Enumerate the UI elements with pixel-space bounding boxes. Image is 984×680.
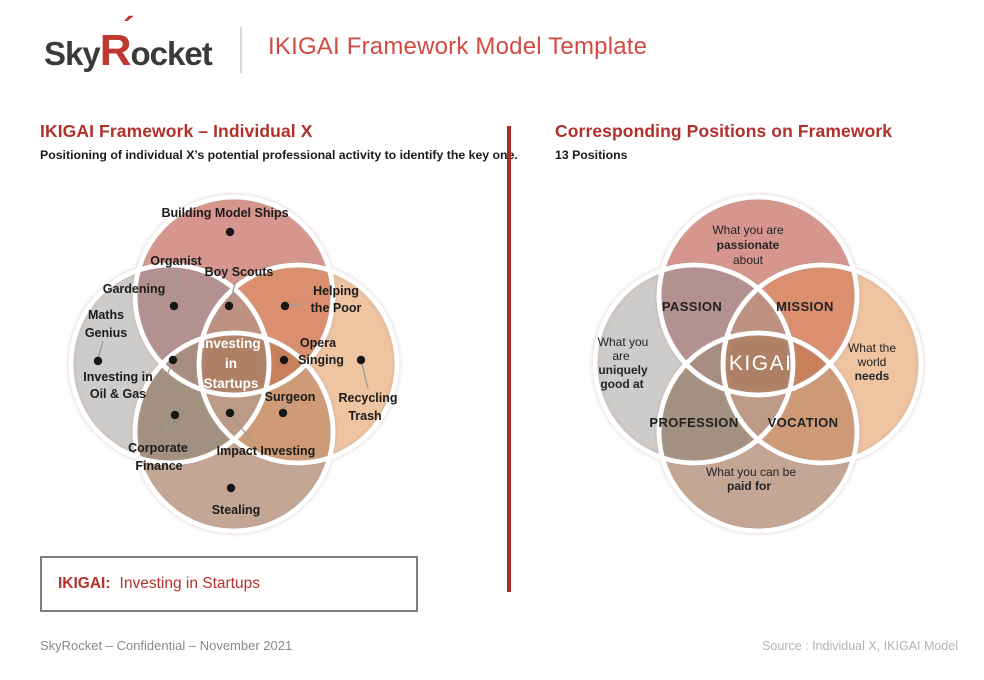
- right-section-heading: Corresponding Positions on Framework: [555, 121, 893, 141]
- venn-right-top-outline: [656, 194, 860, 398]
- label-uniquely-good-at: are: [612, 349, 630, 363]
- label-uniquely-good-at: uniquely: [598, 363, 648, 377]
- venn-left-center-text: in: [225, 356, 237, 371]
- page-title: IKIGAI Framework Model Template: [268, 33, 648, 60]
- center-divider-line: [507, 126, 511, 592]
- label-passionate-about: passionate: [717, 238, 780, 252]
- label-maths-genius: Maths: [88, 308, 124, 322]
- label-profession: PROFESSION: [649, 415, 738, 430]
- logo-letter-r: R´: [99, 11, 135, 75]
- label-passionate-about: about: [733, 253, 764, 267]
- position-dot: [93, 356, 103, 366]
- position-dot: [168, 355, 178, 365]
- venn-left-labels: Building Model Ships Organist Boy Scouts…: [83, 206, 397, 517]
- venn-right-bottom-outline: [656, 330, 860, 534]
- label-recycling-trash: Trash: [348, 409, 381, 423]
- position-dot: [225, 408, 235, 418]
- label-paid-for: What you can be: [706, 465, 796, 479]
- venn-left-left-outline: [68, 262, 272, 466]
- label-opera-singing: Opera: [300, 336, 337, 350]
- venn-left-center-text: Startups: [204, 376, 259, 391]
- label-opera-singing: Singing: [298, 353, 344, 367]
- label-gardening: Gardening: [103, 282, 166, 296]
- position-dot: [169, 301, 179, 311]
- venn-left-top-outline: [132, 194, 336, 398]
- logo-text-ocket: ocket: [130, 35, 213, 72]
- label-uniquely-good-at: good at: [600, 377, 643, 391]
- label-stealing: Stealing: [212, 503, 261, 517]
- ikigai-result-box: IKIGAI: Investing in Startups: [40, 556, 418, 612]
- label-recycling-trash: Recycling: [338, 391, 397, 405]
- venn-left-right-petal: [199, 333, 333, 395]
- left-section-header: IKIGAI Framework – Individual X Position…: [40, 121, 518, 162]
- venn-right-outlines: [592, 194, 924, 534]
- venn-left-position-dots: [93, 227, 366, 493]
- label-boy-scouts: Boy Scouts: [205, 265, 274, 279]
- venn-left-left-petal: [135, 333, 269, 395]
- footer-source: Source : Individual X, IKIGAI Model: [762, 639, 958, 653]
- label-helping-the-poor: the Poor: [311, 301, 362, 315]
- label-corporate-finance: Corporate: [128, 441, 188, 455]
- label-world-needs: world: [857, 355, 887, 369]
- venn-right-regions: [595, 197, 921, 531]
- label-corporate-finance: Finance: [135, 459, 182, 473]
- label-building-model-ships: Building Model Ships: [161, 206, 288, 220]
- venn-right-bottom-petal: [723, 333, 793, 463]
- venn-left-leader-lines: [97, 268, 369, 442]
- position-dot: [278, 408, 288, 418]
- label-mission: MISSION: [776, 299, 834, 314]
- position-dot: [279, 355, 289, 365]
- right-section-subtitle: 13 Positions: [555, 148, 628, 162]
- logo-text-sky: Sky: [44, 35, 101, 72]
- label-helping-the-poor: Helping: [313, 284, 359, 298]
- position-dot: [170, 410, 180, 420]
- left-section-subtitle: Positioning of individual X’s potential …: [40, 148, 518, 162]
- label-impact-investing: Impact Investing: [217, 444, 316, 458]
- label-investing-oil-gas: Oil & Gas: [90, 387, 146, 401]
- logo-title-divider: [240, 27, 242, 73]
- ikigai-result-value: Investing in Startups: [119, 575, 260, 592]
- venn-right-left-petal: [659, 333, 793, 395]
- venn-right-right-petal: [723, 333, 857, 395]
- label-world-needs: What the: [848, 341, 896, 355]
- right-section-header: Corresponding Positions on Framework 13 …: [555, 121, 892, 162]
- left-section-heading: IKIGAI Framework – Individual X: [40, 121, 313, 141]
- position-dot: [226, 483, 236, 493]
- label-uniquely-good-at: What you: [598, 335, 649, 349]
- venn-left-outlines: [68, 194, 400, 534]
- venn-left-bottom-outline: [132, 330, 336, 534]
- label-passion: PASSION: [662, 299, 722, 314]
- venn-right-labels: What you are passionate about PASSION MI…: [598, 223, 897, 493]
- venn-left-right-outline: [196, 262, 400, 466]
- venn-left-top-petal: [199, 265, 269, 395]
- label-maths-genius: Genius: [85, 326, 127, 340]
- position-dot: [224, 301, 234, 311]
- label-vocation: VOCATION: [768, 415, 839, 430]
- venn-right-center-text: IKIGAI: [722, 352, 793, 375]
- label-world-needs: needs: [855, 369, 890, 383]
- venn-right-top-petal: [723, 265, 793, 395]
- ikigai-result-label: IKIGAI:: [58, 575, 111, 592]
- label-investing-oil-gas: Investing in: [83, 370, 152, 384]
- position-dot: [356, 355, 366, 365]
- venn-left-center-text: Investing: [201, 336, 260, 351]
- venn-left-bottom-petal: [199, 333, 269, 463]
- label-passionate-about: What you are: [712, 223, 784, 237]
- logo-accent-mark: ´: [123, 11, 135, 49]
- label-surgeon: Surgeon: [265, 390, 316, 404]
- venn-right-right-outline: [720, 262, 924, 466]
- position-dot: [225, 227, 235, 237]
- venn-left-regions: [71, 197, 397, 531]
- venn-right-left-outline: [592, 262, 796, 466]
- label-paid-for: paid for: [727, 479, 771, 493]
- label-organist: Organist: [150, 254, 202, 268]
- footer-confidential: SkyRocket – Confidential – November 2021: [40, 638, 293, 653]
- position-dot: [280, 301, 290, 311]
